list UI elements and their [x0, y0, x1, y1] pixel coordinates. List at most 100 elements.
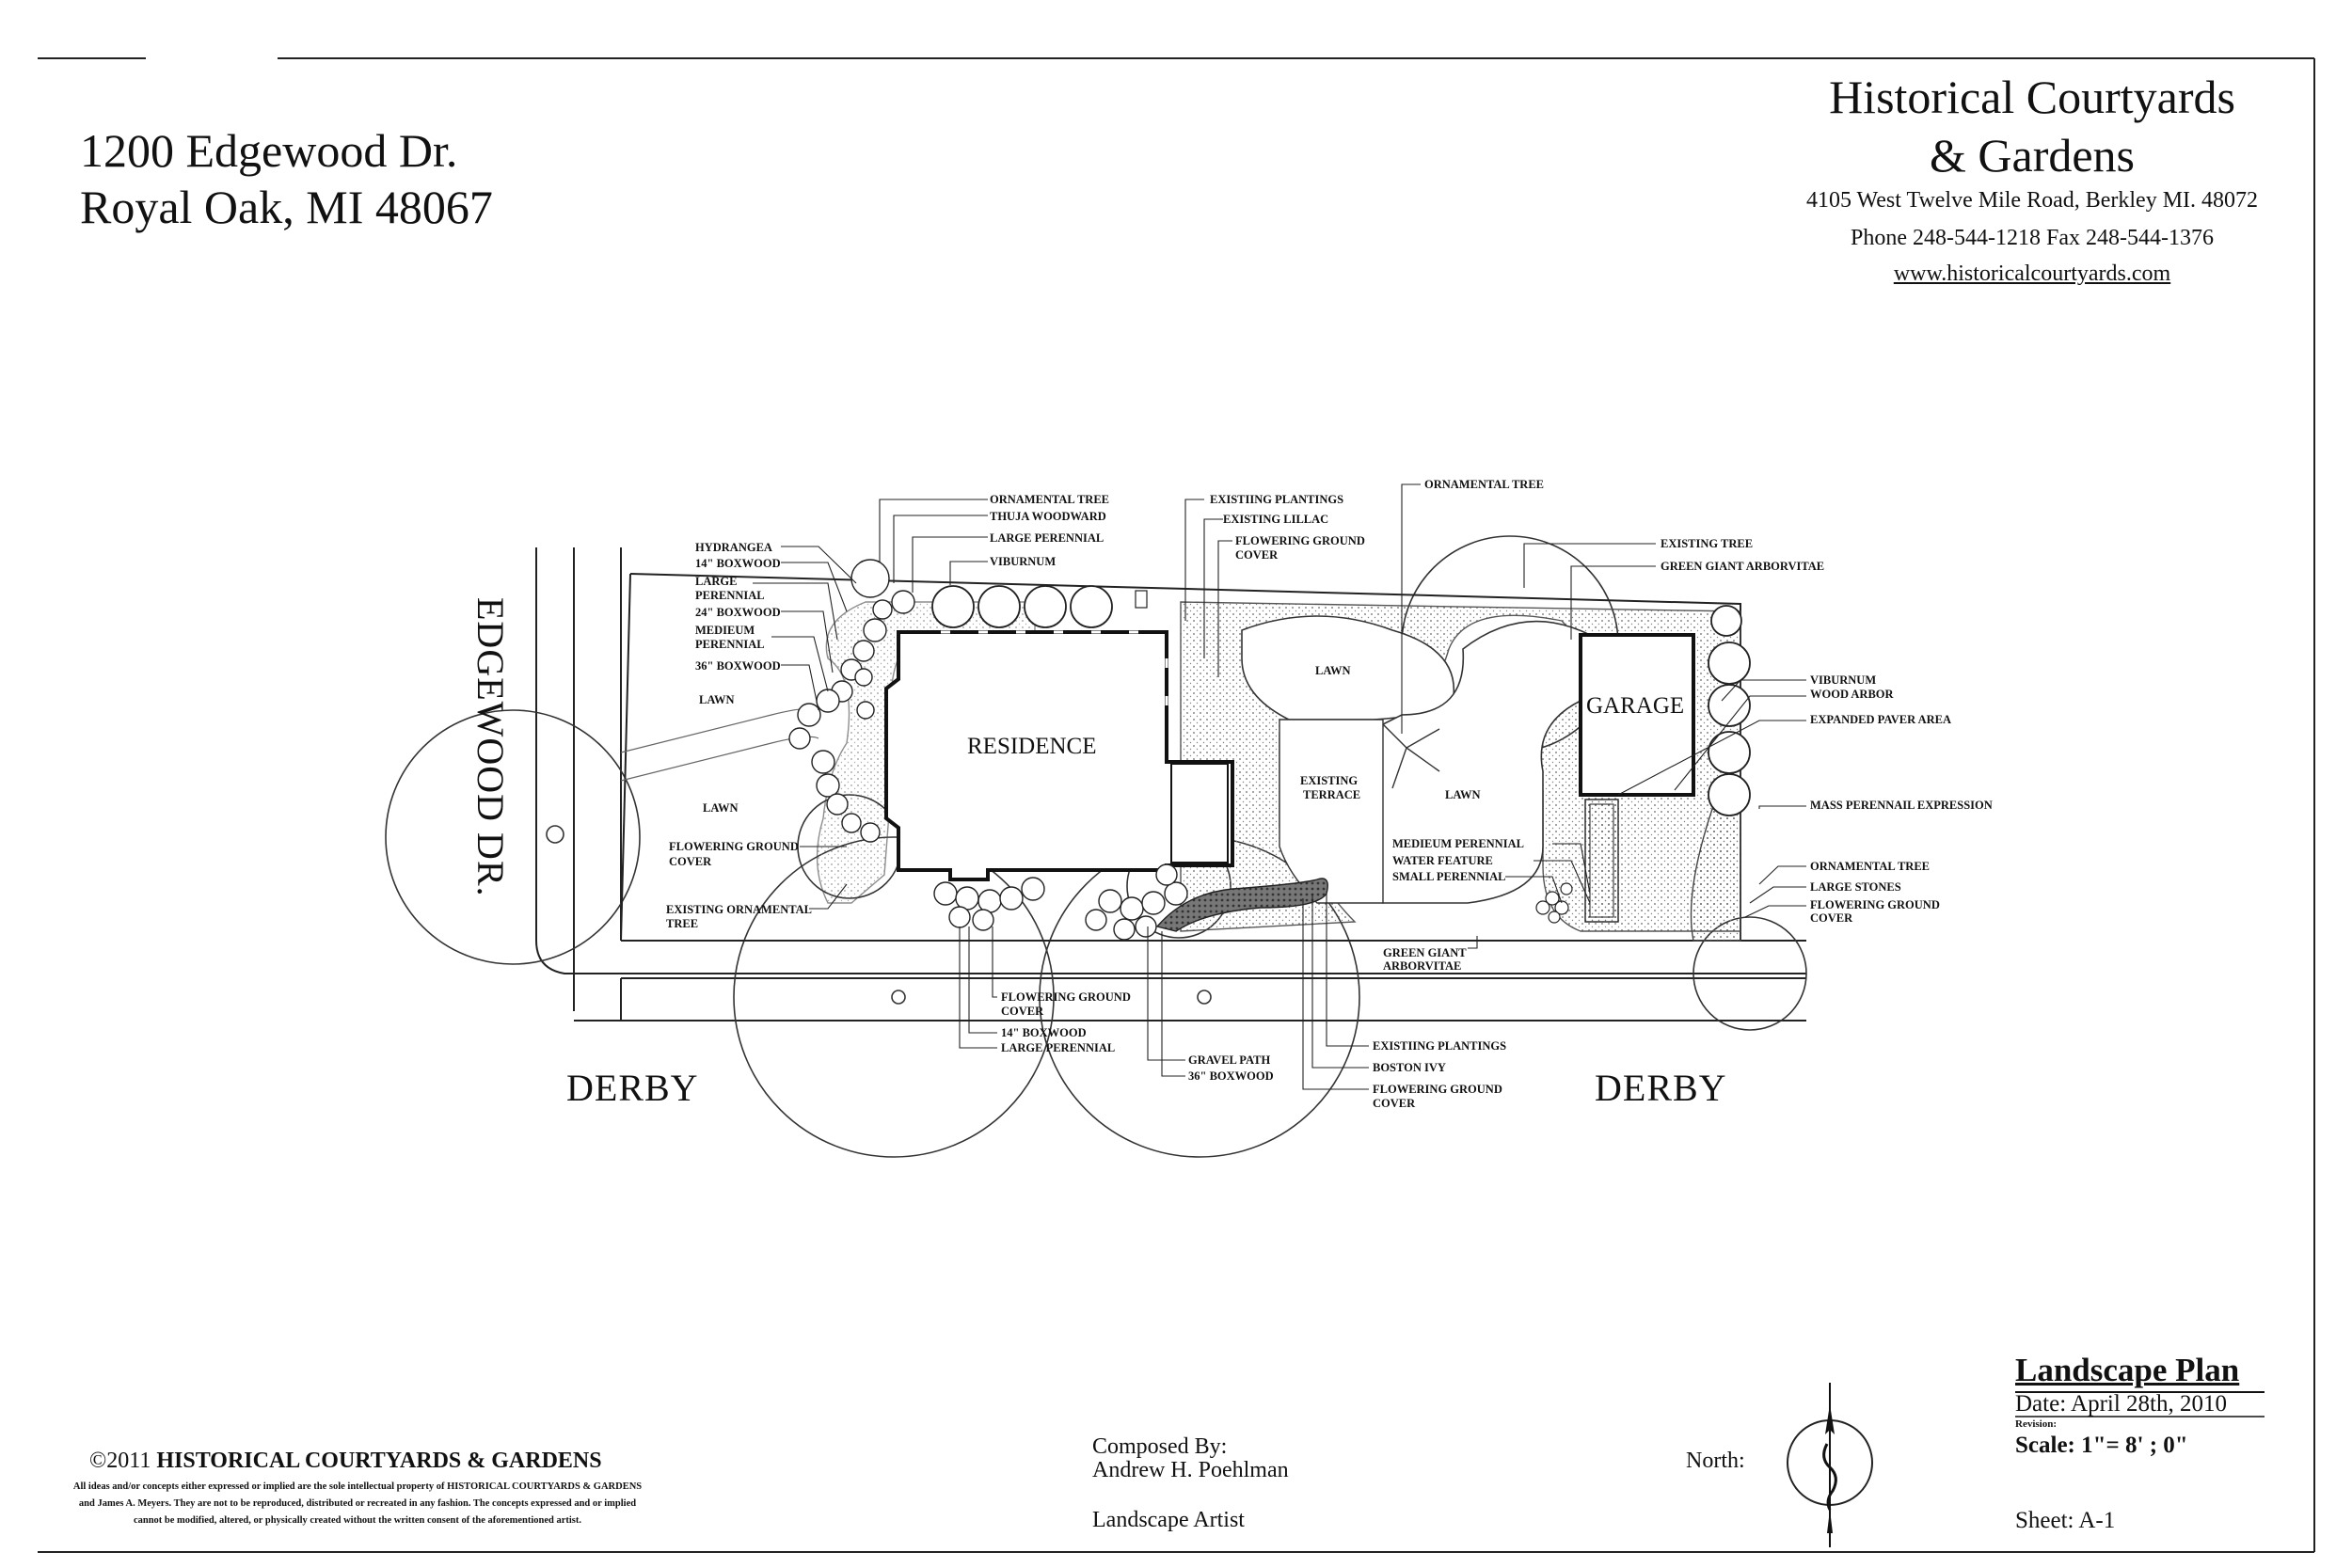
copyright-body: All ideas and/or concepts either express…	[19, 1479, 696, 1529]
label-large-perennial-top: LARGE PERENNIAL	[990, 531, 1104, 545]
credits-composed-by: Composed By:	[1092, 1434, 1228, 1459]
label-mass-perennail-expression: MASS PERENNAIL EXPRESSION	[1810, 799, 1993, 812]
label-thuja-woodward: THUJA WOODWARD	[990, 510, 1106, 523]
credits-role: Landscape Artist	[1092, 1508, 1245, 1532]
copyright-line1: All ideas and/or concepts either express…	[72, 1481, 643, 1492]
terrace-label-line2: TERRACE	[1303, 788, 1361, 801]
label-small-perennial: SMALL PERENNIAL	[1392, 870, 1506, 883]
ornamental-tree-terrace	[1382, 723, 1440, 789]
title-underline	[2015, 1391, 2265, 1393]
lawn-label-top-left: LAWN	[699, 693, 735, 706]
shrub-row-left	[788, 559, 915, 843]
project-address-line1: 1200 Edgewood Dr.	[80, 124, 458, 177]
title-scale: Scale: 1"= 8' ; 0"	[2015, 1433, 2188, 1458]
label-wood-arbor: WOOD ARBOR	[1810, 688, 1894, 701]
copyright-line3: cannot be modified, altered, or physical…	[133, 1514, 582, 1526]
date-underline	[2015, 1416, 2265, 1418]
paver-area	[1584, 799, 1619, 923]
label-ornamental-tree-right: ORNAMENTAL TREE	[1810, 860, 1930, 873]
garage-label: GARAGE	[1586, 693, 1685, 719]
north-label: North:	[1686, 1449, 1745, 1473]
street-label-derby-right: DERBY	[1595, 1067, 1727, 1109]
label-ornamental-tree-top-2: ORNAMENTAL TREE	[1424, 478, 1544, 491]
label-viburnum-right: VIBURNUM	[1810, 673, 1877, 687]
terrace-outline	[1279, 719, 1384, 904]
label-existing-ornamental: EXISTING ORNAMENTAL	[666, 903, 812, 916]
title-date: Date: April 28th, 2010	[2015, 1391, 2227, 1417]
label-existing-tree: EXISTING TREE	[1661, 537, 1754, 550]
label-flowering-ground-left: FLOWERING GROUND	[669, 840, 799, 853]
gravel-path	[1155, 878, 1328, 932]
label-existing-plantings-bottom: EXISTIING PLANTINGS	[1373, 1039, 1507, 1053]
title-revision: Revision:	[2015, 1418, 2057, 1430]
shrub-row-bottom	[933, 863, 1188, 941]
copyright-year: ©2011	[89, 1449, 151, 1473]
label-36-boxwood-bottom: 36" BOXWOOD	[1188, 1069, 1274, 1083]
label-ornamental-tree-top: ORNAMENTAL TREE	[990, 493, 1109, 506]
residence-outline	[884, 630, 1234, 881]
company-name-line2: & Gardens	[1930, 129, 2135, 182]
front-walk	[620, 707, 819, 782]
leader-lines	[753, 483, 1806, 1090]
company-phone: Phone 248-544-1218 Fax 248-544-1376	[1851, 226, 2214, 250]
lawn-label-right: LAWN	[1445, 788, 1481, 801]
label-cover-bottom-2: COVER	[1373, 1097, 1416, 1110]
copyright-line2: and James A. Meyers. They are not to be …	[78, 1497, 637, 1509]
company-address: 4105 West Twelve Mile Road, Berkley MI. …	[1805, 188, 2259, 213]
label-flowering-ground-right: FLOWERING GROUND	[1810, 898, 1940, 911]
label-cover-top: COVER	[1235, 548, 1279, 562]
north-arrow-icon	[1787, 1383, 1873, 1547]
lawn-label-center: LAWN	[1315, 664, 1351, 677]
label-cover-left: COVER	[669, 855, 712, 868]
label-flowering-ground-bottom: FLOWERING GROUND	[1001, 990, 1131, 1004]
label-arborvitae-center: ARBORVITAE	[1383, 959, 1462, 973]
company-name-line1: Historical Courtyards	[1829, 71, 2235, 123]
label-existing-plantings-top: EXISTIING PLANTINGS	[1210, 493, 1344, 506]
credits-author: Andrew H. Poehlman	[1092, 1458, 1289, 1482]
label-hydrangea: HYDRANGEA	[695, 541, 772, 554]
label-cover-right: COVER	[1810, 911, 1853, 925]
label-flowering-ground-top: FLOWERING GROUND	[1235, 534, 1365, 547]
company-website-link[interactable]: www.historicalcourtyards.com	[1893, 261, 2171, 286]
label-36-boxwood-left: 36" BOXWOOD	[695, 659, 781, 673]
label-boston-ivy: BOSTON IVY	[1373, 1061, 1446, 1074]
label-green-giant-center: GREEN GIANT	[1383, 946, 1467, 959]
label-viburnum-top: VIBURNUM	[990, 555, 1057, 568]
copyright-holder: HISTORICAL COURTYARDS & GARDENS	[156, 1449, 602, 1473]
label-14-boxwood-bottom: 14" BOXWOOD	[1001, 1026, 1087, 1039]
residence-label: RESIDENCE	[967, 734, 1097, 759]
label-large-perennial-bottom: LARGE PERENNIAL	[1001, 1041, 1116, 1054]
label-flowering-ground-bottom-2: FLOWERING GROUND	[1373, 1083, 1502, 1096]
title-landscape-plan: Landscape Plan	[2015, 1352, 2240, 1388]
label-large-stones: LARGE STONES	[1810, 880, 1901, 894]
tree-trunks	[546, 825, 1212, 1005]
street-label-edgewood: EDGEWOOD DR.	[469, 597, 512, 897]
water-feature-stones	[1535, 882, 1573, 924]
label-perennial-left-2: PERENNIAL	[695, 638, 765, 651]
label-medieum-left: MEDIEUM	[695, 624, 755, 637]
label-tree-left: TREE	[666, 917, 699, 930]
label-cover-bottom: COVER	[1001, 1005, 1044, 1018]
project-address-line2: Royal Oak, MI 48067	[80, 181, 493, 233]
shrub-row-right	[1708, 605, 1751, 816]
terrace-label-line1: EXISTING	[1300, 774, 1359, 787]
label-14-boxwood-left: 14" BOXWOOD	[695, 557, 781, 570]
label-large-left: LARGE	[695, 575, 738, 588]
title-sheet: Sheet: A-1	[2015, 1508, 2116, 1533]
label-gravel-path: GRAVEL PATH	[1188, 1053, 1271, 1067]
lawn-shapes	[1241, 615, 1603, 904]
label-existing-lillac: EXISTING LILLAC	[1223, 513, 1329, 526]
lawn-label-bottom-left: LAWN	[703, 801, 739, 815]
label-medieum-perennial-center: MEDIEUM PERENNIAL	[1392, 837, 1524, 850]
copyright-heading: ©2011 HISTORICAL COURTYARDS & GARDENS	[89, 1449, 602, 1474]
garage-outline	[1579, 633, 1695, 797]
label-green-giant-arborvitae-right: GREEN GIANT ARBORVITAE	[1661, 560, 1825, 573]
label-24-boxwood: 24" BOXWOOD	[695, 606, 781, 619]
label-perennial-left: PERENNIAL	[695, 589, 765, 602]
shrub-row-top	[931, 585, 1113, 628]
label-expanded-paver-area: EXPANDED PAVER AREA	[1810, 713, 1952, 726]
street-label-derby-left: DERBY	[566, 1067, 699, 1109]
